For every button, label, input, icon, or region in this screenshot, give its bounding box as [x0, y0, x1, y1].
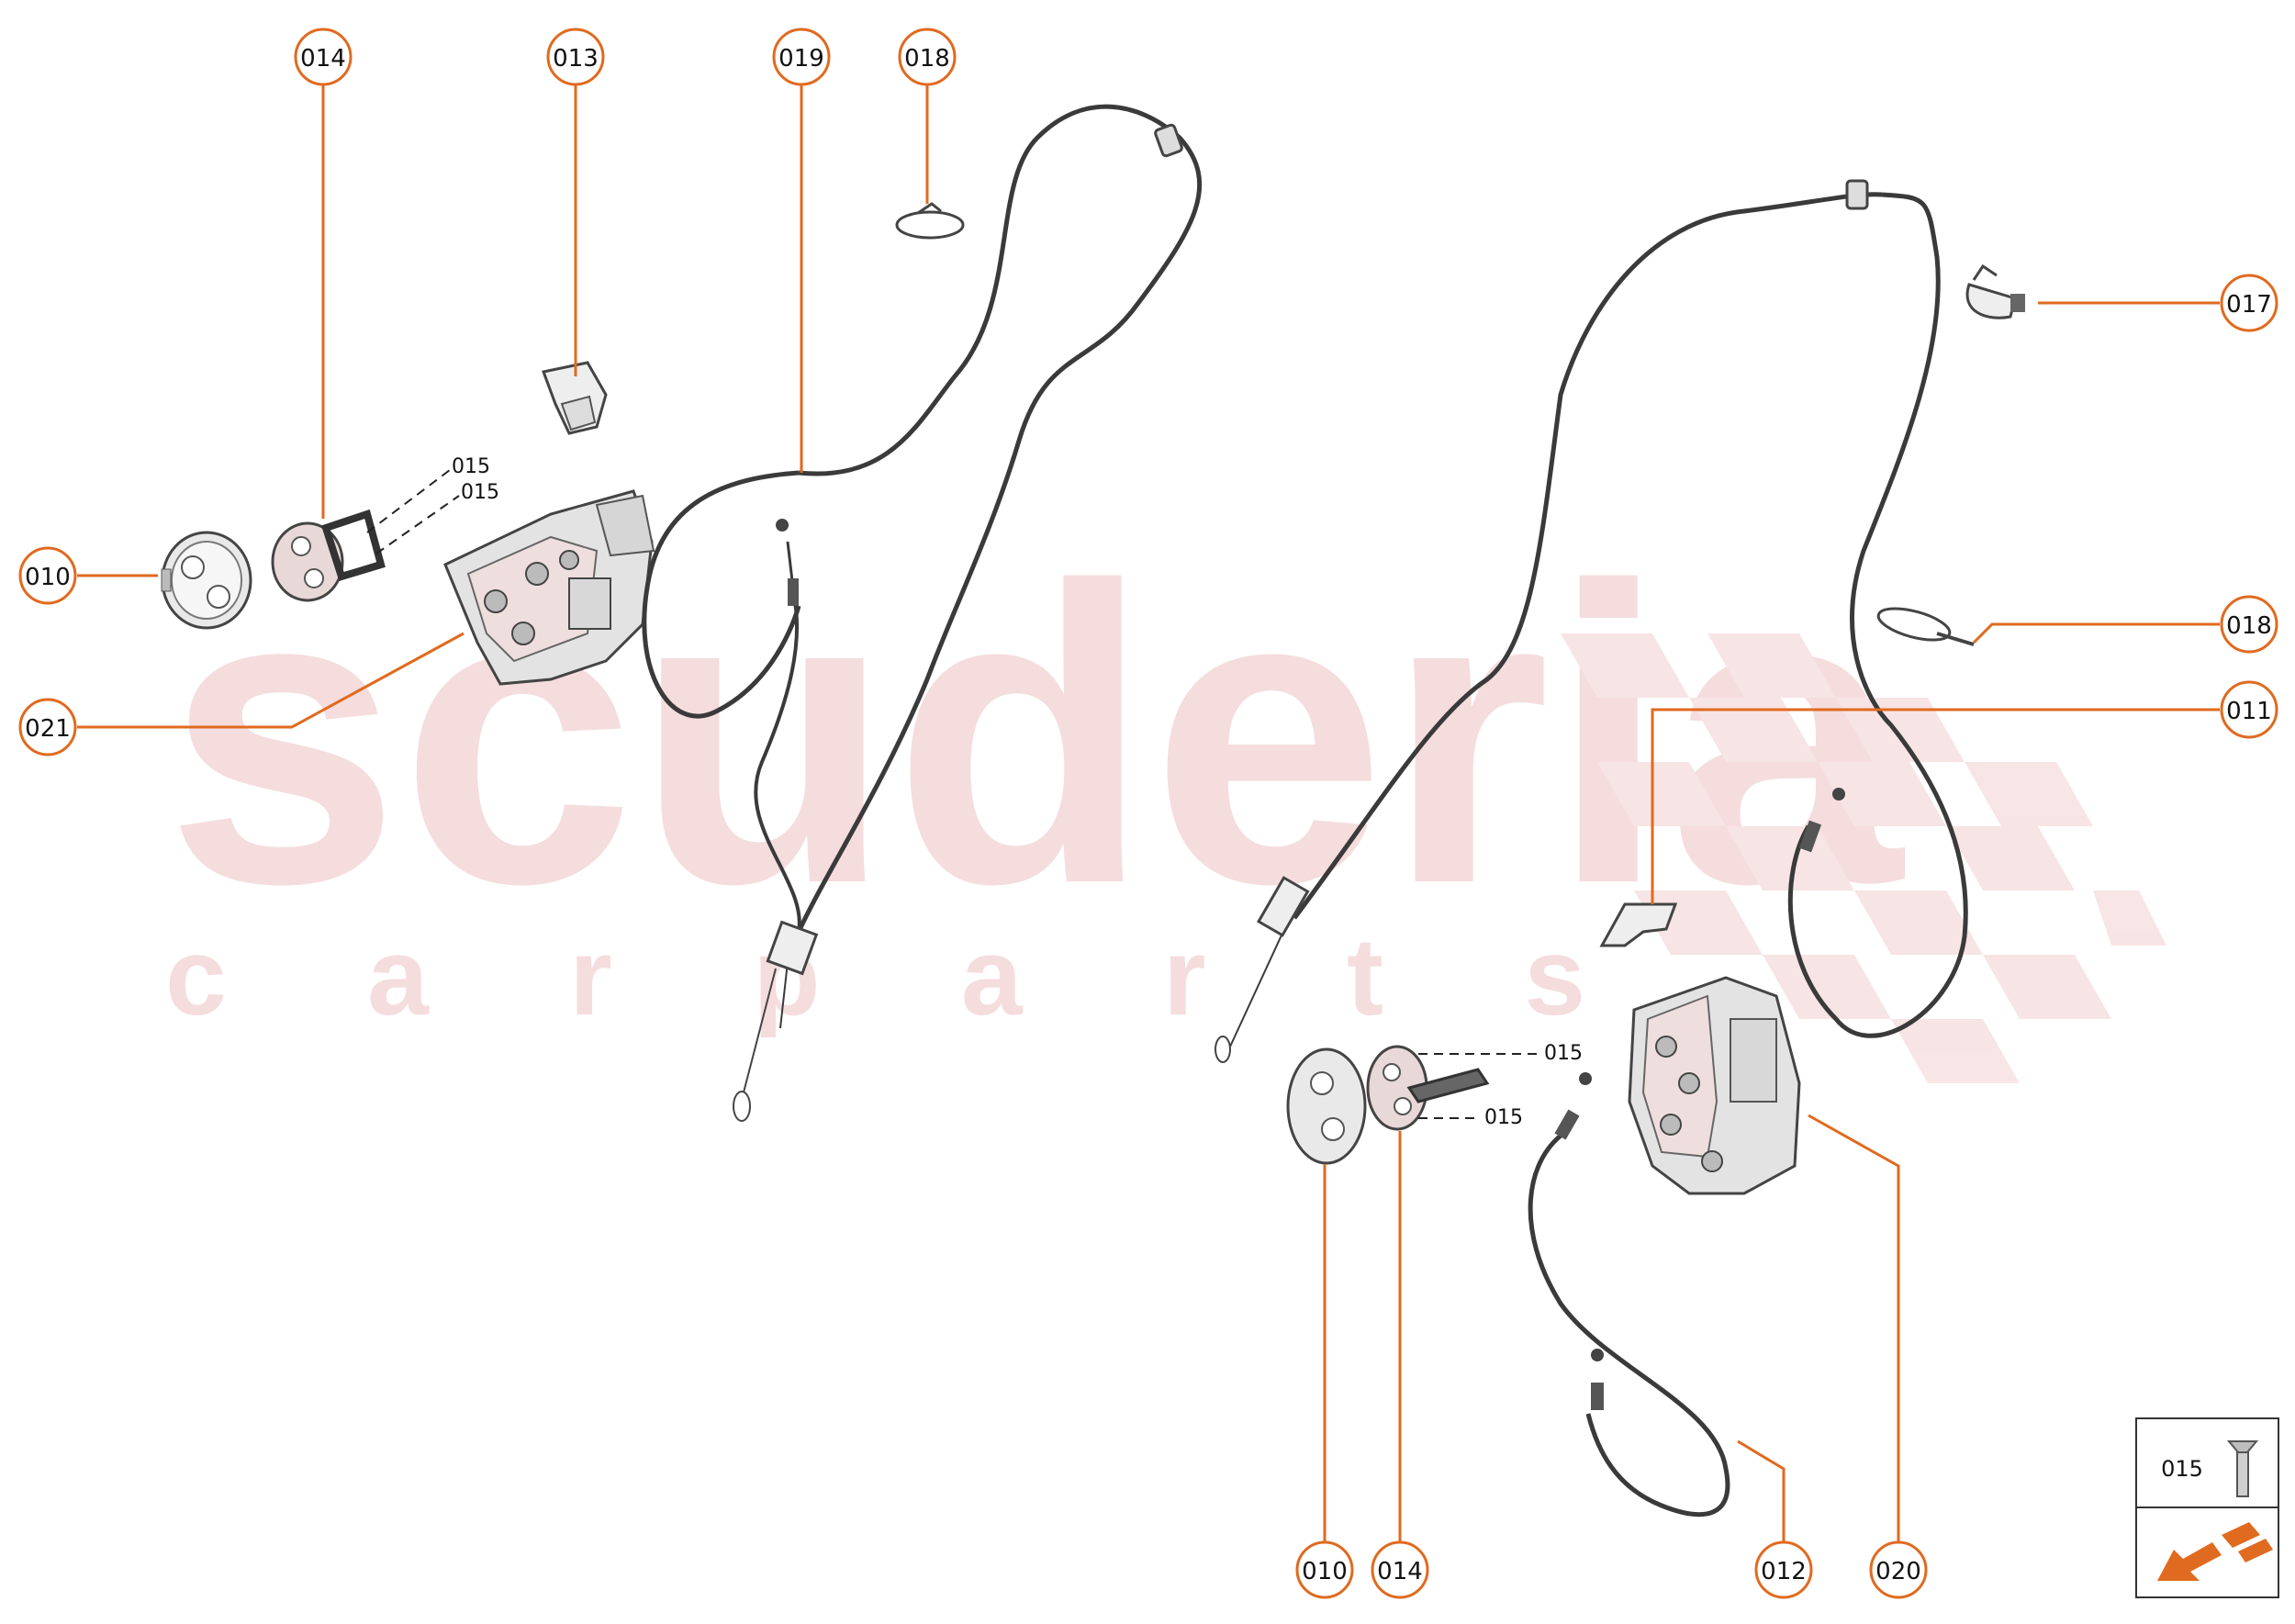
part-019-cable	[642, 104, 1203, 1029]
callout-013[interactable]: 013	[546, 28, 605, 86]
callout-014-bottom[interactable]: 014	[1371, 1540, 1429, 1599]
legend-screw-label: 015	[2161, 1456, 2203, 1482]
dashed-leaders	[366, 469, 1538, 1119]
callout-021[interactable]: 021	[18, 698, 77, 756]
part-right-cable-fittings	[1215, 179, 1869, 1063]
legend-box: 015	[2135, 1417, 2279, 1598]
part-018-top-cable-tie	[895, 202, 965, 240]
callout-label: 010	[1302, 1558, 1348, 1585]
callout-label: 012	[1761, 1558, 1807, 1585]
checkered-flag-watermark	[1561, 633, 2166, 1083]
part-020-lock-actuator	[1628, 976, 1801, 1195]
callout-label: 020	[1875, 1558, 1921, 1585]
part-021-lock-actuator	[443, 489, 655, 686]
part-012-fittings	[1554, 1072, 1604, 1410]
callout-018-top[interactable]: 018	[898, 28, 957, 86]
part-017-clip	[1965, 263, 2025, 319]
part-014-bottom-bracket	[1366, 1045, 1490, 1131]
callout-010-bottom[interactable]: 010	[1295, 1540, 1354, 1599]
part-right-cable	[1229, 192, 1968, 1047]
screw-label-015[interactable]: 015	[1484, 1106, 1523, 1129]
screw-label-015[interactable]: 015	[1544, 1042, 1583, 1065]
callout-010-left[interactable]: 010	[18, 546, 77, 605]
callout-019[interactable]: 019	[772, 28, 831, 86]
callout-label: 021	[25, 715, 71, 743]
arrow-icon	[2157, 1522, 2273, 1581]
screw-icon	[2226, 1440, 2259, 1497]
callouts: 014 013 019 018 010 021 017 018	[18, 28, 2278, 1599]
callout-018-right[interactable]: 018	[2220, 595, 2278, 654]
screw-label-015[interactable]: 015	[461, 481, 499, 504]
part-014-left-bracket	[271, 509, 386, 602]
callout-label: 018	[2226, 612, 2272, 640]
part-018-right-cable-tie	[1876, 607, 1975, 646]
callout-017[interactable]: 017	[2220, 274, 2278, 332]
callout-label: 014	[1377, 1558, 1423, 1585]
screw-labels: 015 015 015 015	[452, 455, 1583, 1129]
callout-label: 014	[300, 45, 346, 73]
leader-lines	[77, 84, 2220, 1570]
screw-label-015[interactable]: 015	[452, 455, 490, 478]
callout-label: 017	[2226, 291, 2272, 319]
part-011-clip	[1599, 902, 1678, 947]
callout-label: 013	[553, 45, 599, 73]
watermark: scuderia c a r p a r t s	[165, 500, 2166, 1083]
callout-014-top[interactable]: 014	[294, 28, 353, 86]
part-010-left-cover	[161, 531, 252, 630]
watermark-tagline: c a r p a r t s	[165, 915, 1640, 1038]
callout-011[interactable]: 011	[2220, 680, 2278, 739]
part-019-fittings	[733, 123, 1183, 1122]
callout-020[interactable]: 020	[1869, 1540, 1928, 1599]
part-010-bottom-cover	[1286, 1047, 1367, 1165]
callout-label: 019	[778, 45, 824, 73]
callout-label: 018	[904, 45, 950, 73]
callout-label: 010	[25, 564, 71, 591]
part-012-cable	[1528, 1126, 1730, 1518]
callout-label: 011	[2226, 698, 2272, 725]
part-013-clip	[541, 361, 608, 435]
callout-012[interactable]: 012	[1754, 1540, 1813, 1599]
